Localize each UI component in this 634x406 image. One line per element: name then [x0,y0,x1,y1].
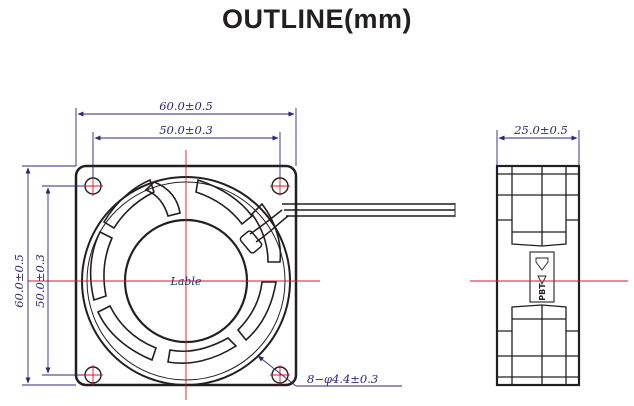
dim-width-outer [75,108,297,166]
hole-callout-leader [257,355,402,387]
dim-width-pitch-text: 50.0±0.3 [159,123,213,137]
side-body [495,164,581,387]
recycle-icon [537,275,547,286]
side-marking-label [529,251,555,303]
front-view: Lable 60.0±0.5 50.0±0.3 60.0±0.5 50. [12,99,456,400]
flow-arrow-icon [535,257,549,271]
lead-wires [239,203,456,254]
side-view [495,164,581,387]
hole-callout-text: 8−φ4.4±0.3 [307,372,378,386]
dim-depth [496,130,580,166]
dim-height-outer [22,165,76,386]
side-marking-text: PBT [538,283,547,301]
dim-height-pitch-text: 50.0±0.3 [33,254,47,308]
dim-depth-text: 25.0±0.5 [513,123,568,137]
page-title: OUTLINE(mm) [222,4,412,34]
fan-blades [89,178,282,365]
dim-width-outer-text: 60.0±0.5 [159,99,213,113]
dim-height-outer-text: 60.0±0.5 [12,254,26,308]
dim-height-pitch [42,185,84,376]
dim-width-pitch [92,132,281,178]
centerlines [28,150,320,400]
hub-label: Lable [170,275,202,288]
